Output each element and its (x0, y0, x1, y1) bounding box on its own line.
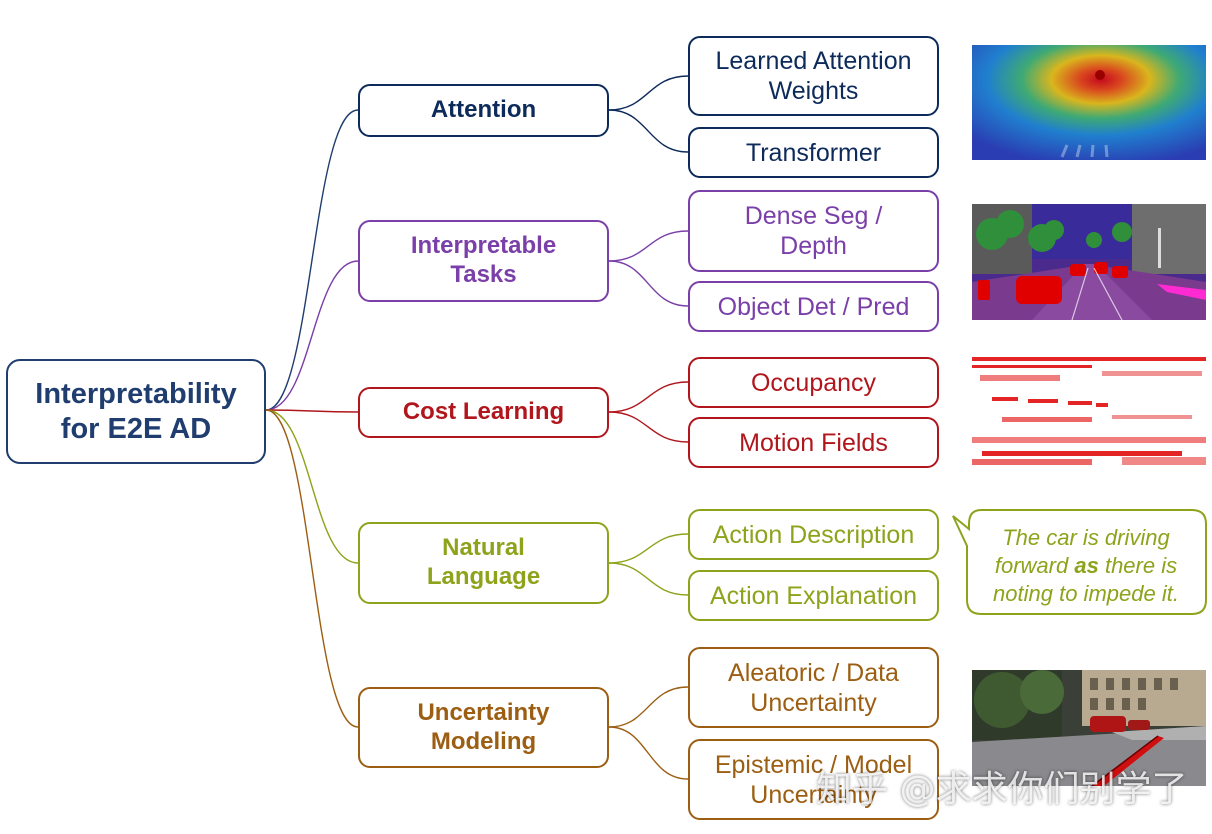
connector-uncertainty-aleatoric (608, 686, 689, 728)
bubble-line-2-post: there is (1098, 553, 1178, 579)
street-trajectory-image (972, 670, 1206, 786)
category-interpretable-line-2: Tasks (450, 261, 517, 288)
connector-root-attention (265, 109, 359, 411)
leaf-epistemic-uncertainty: Epistemic / Model Uncertainty (688, 739, 939, 820)
connector-root-uncertainty (265, 409, 359, 728)
leaf-action-description: Action Description (688, 509, 939, 560)
leaf-action-description-label: Action Description (712, 520, 915, 549)
category-uncertainty-line-1: Uncertainty (417, 698, 550, 726)
bubble-line-2: forward as there is (993, 552, 1179, 580)
category-attention: Attention (358, 84, 609, 137)
connector-attention-transformer (608, 109, 689, 153)
category-attention-label: Attention (430, 96, 537, 124)
leaf-aleatoric-uncertainty: Aleatoric / Data Uncertainty (688, 647, 939, 728)
connector-interpretable-object (608, 260, 689, 307)
leaf-attention-weights-line-2: Weights (768, 77, 859, 105)
connector-attention-weights (608, 75, 689, 111)
connector-root-cost (265, 409, 359, 413)
leaf-action-explanation: Action Explanation (688, 570, 939, 621)
category-natural-language: Natural Language (358, 522, 609, 604)
leaf-epistemic-line-2: Uncertainty (750, 780, 877, 809)
category-uncertainty-line-2: Modeling (430, 727, 537, 755)
root-line-1: Interpretability (35, 377, 237, 410)
connector-interpretable-dense (608, 230, 689, 262)
leaf-object-det-label: Object Det / Pred (717, 292, 910, 321)
watermark-text: 知乎 @求求你们别学了 (816, 769, 1188, 810)
category-cost-label: Cost Learning (402, 398, 565, 426)
connector-uncertainty-epistemic (608, 726, 689, 780)
leaf-transformer-label: Transformer (745, 138, 882, 167)
leaf-learned-attention-weights: Learned Attention Weights (688, 36, 939, 116)
speech-bubble-text: The car is driving forward as there is n… (966, 516, 1206, 616)
category-uncertainty-modeling: Uncertainty Modeling (358, 687, 609, 768)
connector-cost-motion (608, 411, 689, 443)
leaf-occupancy-label: Occupancy (750, 368, 877, 397)
leaf-aleatoric-line-2: Uncertainty (750, 688, 877, 717)
category-cost-learning: Cost Learning (358, 387, 609, 438)
category-interpretable-line-1: Interpretable (410, 232, 557, 260)
category-interpretable-tasks: Interpretable Tasks (358, 220, 609, 302)
leaf-action-explanation-label: Action Explanation (709, 581, 918, 610)
root-node: Interpretability for E2E AD (6, 359, 266, 464)
category-natural-line-1: Natural (442, 534, 525, 562)
connector-root-natural (265, 409, 359, 564)
bubble-line-3: noting to impede it. (993, 580, 1179, 606)
category-natural-line-2: Language (426, 563, 541, 590)
root-line-2: for E2E AD (60, 412, 212, 445)
leaf-aleatoric-line-1: Aleatoric / Data (728, 658, 899, 687)
speech-bubble-shape (952, 509, 1207, 615)
leaf-motion-fields: Motion Fields (688, 417, 939, 468)
leaf-transformer: Transformer (688, 127, 939, 178)
leaf-dense-seg-depth: Dense Seg / Depth (688, 190, 939, 272)
leaf-dense-seg-line-2: Depth (780, 232, 847, 260)
leaf-dense-seg-line-1: Dense Seg / (744, 202, 883, 230)
leaf-attention-weights-line-1: Learned Attention (715, 47, 912, 75)
connector-natural-explanation (608, 562, 689, 596)
leaf-motion-fields-label: Motion Fields (739, 428, 888, 457)
bubble-line-2-pre: forward (994, 553, 1075, 579)
semantic-segmentation-image (972, 204, 1206, 320)
leaf-occupancy: Occupancy (688, 357, 939, 408)
connector-root-interpretable (265, 260, 359, 411)
leaf-epistemic-line-1: Epistemic / Model (714, 750, 913, 779)
attention-heatmap-image (972, 45, 1206, 160)
bubble-line-2-bold: as (1074, 553, 1099, 579)
connector-natural-description (608, 533, 689, 564)
connector-cost-occupancy (608, 381, 689, 413)
leaf-object-det-pred: Object Det / Pred (688, 281, 939, 332)
occupancy-cost-map-image (972, 353, 1206, 469)
bubble-line-1: The car is driving (1002, 525, 1170, 551)
